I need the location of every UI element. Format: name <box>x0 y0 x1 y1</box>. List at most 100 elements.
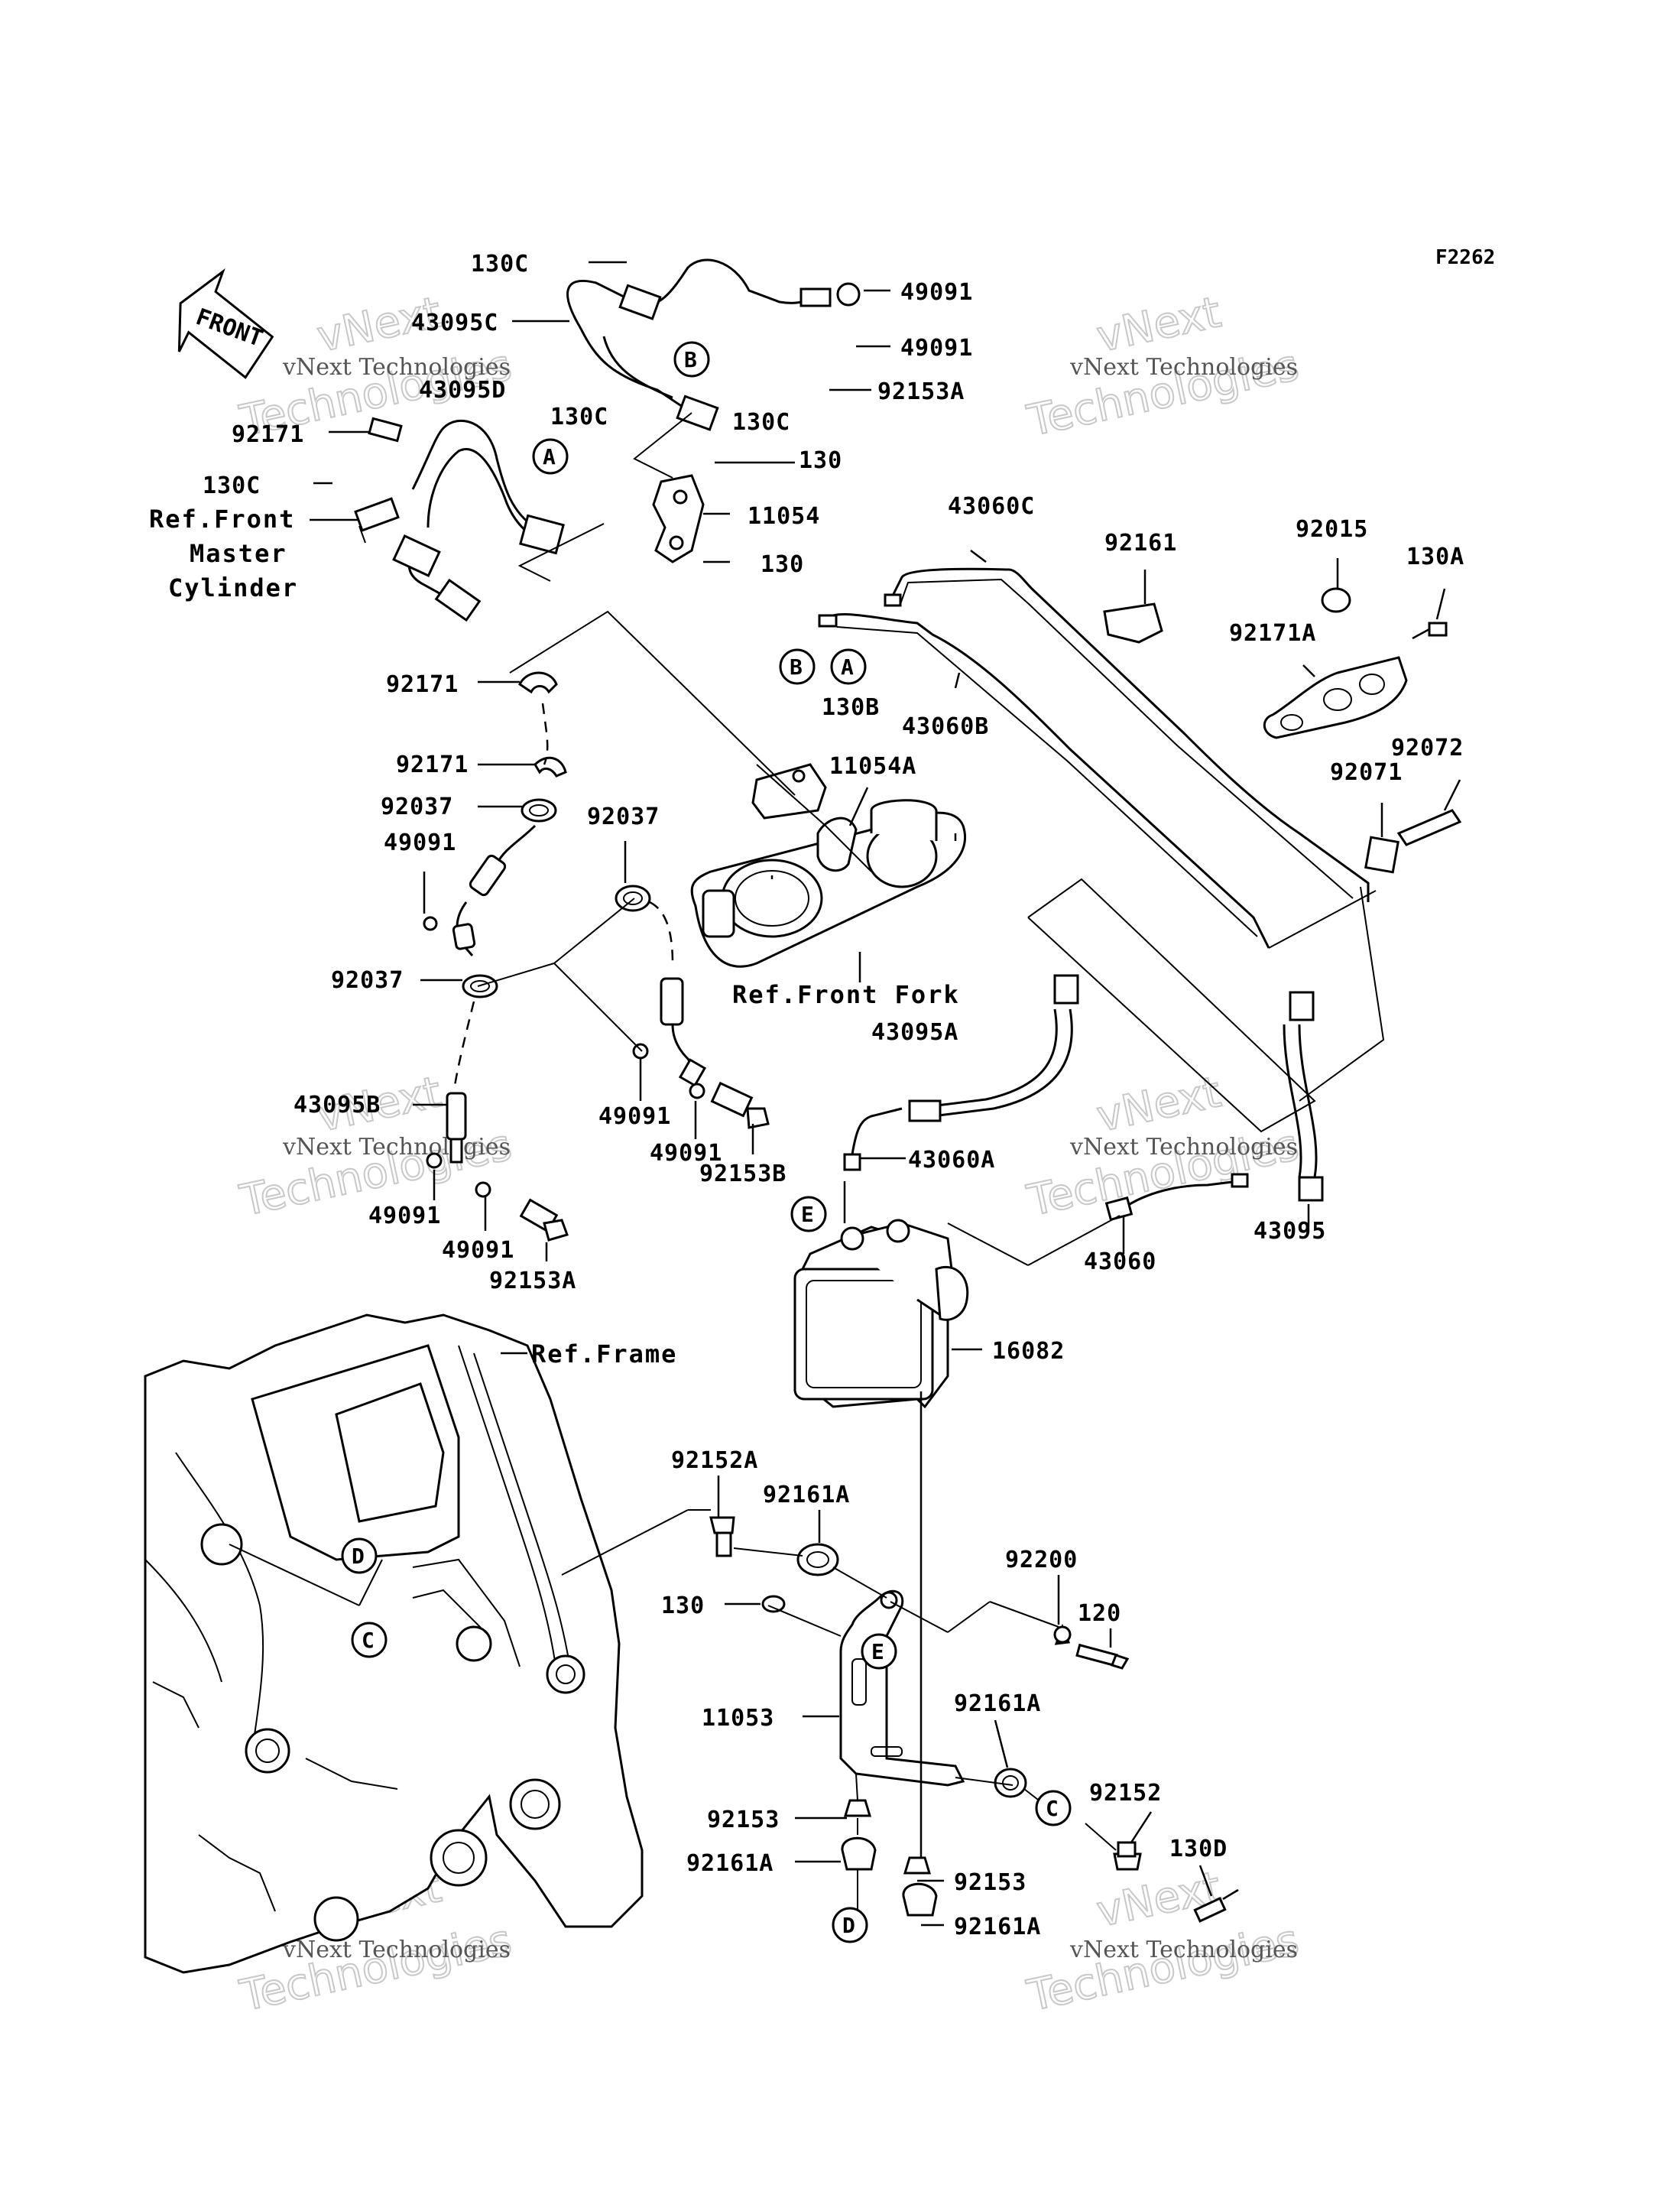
marker-a-pipe: A <box>830 648 867 685</box>
ref-front-fork: Ref.Front Fork <box>732 980 960 1009</box>
part-label: 92153B <box>699 1161 786 1187</box>
part-label: 92037 <box>381 794 453 820</box>
part-label: 130C <box>732 409 790 436</box>
svg-text:C: C <box>362 1628 375 1653</box>
brake-hose-43095c-icon <box>566 258 861 431</box>
grommet-92015-icon <box>1321 587 1351 613</box>
part-label: 92037 <box>587 804 660 830</box>
part-label: 43060A <box>908 1147 995 1174</box>
front-arrow-icon: FRONT <box>177 268 274 379</box>
abs-unit-16082-icon <box>793 1219 969 1409</box>
part-label: 92171 <box>396 752 469 778</box>
bracket-11053-icon <box>839 1589 965 1787</box>
svg-text:vNext Technologies: vNext Technologies <box>282 1937 511 1963</box>
part-label: 43095 <box>1254 1218 1326 1245</box>
part-92072-icon <box>1396 809 1462 846</box>
marker-b-upper: B <box>673 341 710 378</box>
part-label: 92153A <box>489 1268 576 1294</box>
part-label: 92171A <box>1229 620 1316 647</box>
svg-text:vNext Technologies: vNext Technologies <box>1069 1937 1298 1963</box>
part-label: 92152 <box>1089 1780 1162 1807</box>
part-label: 92161A <box>954 1690 1041 1717</box>
part-label: 16082 <box>992 1338 1065 1365</box>
brake-pipe-43060-icon <box>1104 1173 1249 1222</box>
part-label: 130 <box>761 551 804 578</box>
part-label: 130C <box>203 472 261 499</box>
svg-text:C: C <box>1046 1796 1059 1821</box>
watermark-bottom-right: vNext Technologies vNext Technologies <box>1022 1862 1303 2022</box>
part-label: 11054 <box>748 503 820 530</box>
part-label: 43060C <box>948 493 1035 520</box>
lower-fasteners-icon <box>709 1516 1239 1923</box>
part-label: 130D <box>1169 1836 1228 1862</box>
svg-text:D: D <box>352 1544 365 1569</box>
part-label: 49091 <box>900 335 973 362</box>
part-label: 130 <box>661 1592 705 1619</box>
part-label: 43095B <box>294 1092 381 1118</box>
svg-text:vNext Technologies: vNext Technologies <box>282 354 511 381</box>
marker-b-pipe: B <box>779 648 816 685</box>
brake-pipe-43060b-icon <box>818 613 1270 949</box>
hose-clamps-left-icon <box>446 671 567 1164</box>
marker-e-bracket: E <box>861 1633 897 1670</box>
part-label: 49091 <box>900 279 973 306</box>
watermark-mid-right: vNext Technologies vNext Technologies <box>1022 1067 1303 1227</box>
part-label: 92153 <box>707 1807 780 1833</box>
ref-frame: Ref.Frame <box>531 1339 677 1368</box>
marker-d-frame: D <box>341 1537 378 1574</box>
part-label: 92072 <box>1391 735 1464 761</box>
part-label: 92071 <box>1330 759 1403 786</box>
part-label: 92161A <box>686 1850 774 1877</box>
part-label: 92152A <box>671 1447 758 1474</box>
svg-text:vNext Technologies: vNext Technologies <box>282 1134 511 1161</box>
marker-a-upper: A <box>532 438 569 475</box>
part-label: 130C <box>471 251 529 278</box>
part-label: 92153 <box>954 1869 1026 1896</box>
bracket-11054-icon <box>652 474 705 563</box>
part-label: 43095C <box>411 310 498 336</box>
brake-hose-43095d-icon <box>392 420 565 622</box>
part-label: 92161A <box>763 1482 850 1508</box>
svg-text:vNext: vNext <box>1092 1067 1225 1142</box>
part-label: 92200 <box>1005 1547 1078 1573</box>
watermark-mid-left: vNext Technologies vNext Technologies <box>235 1067 516 1227</box>
svg-text:Technologies: Technologies <box>1023 1915 1302 2021</box>
part-label: 49091 <box>442 1237 514 1264</box>
marker-c-frame: C <box>351 1622 388 1658</box>
part-label: 43095D <box>419 377 506 404</box>
svg-text:E: E <box>801 1202 814 1227</box>
bolt-130a-icon <box>1412 622 1448 640</box>
frame-reference-icon <box>144 1313 644 1974</box>
brake-hose-43095-icon <box>1283 991 1324 1202</box>
svg-text:vNext Technologies: vNext Technologies <box>1069 1134 1298 1161</box>
washers-bolts-middle-icon <box>423 916 770 1242</box>
part-label: 130B <box>822 694 880 721</box>
bracket-92161-icon <box>1103 602 1163 644</box>
leader-lines <box>229 261 1461 1927</box>
part-label: 92037 <box>331 967 404 994</box>
bracket-11054a-icon <box>751 763 827 820</box>
diagram-code: F2262 <box>1435 246 1495 269</box>
clamp-92037-center-icon <box>615 885 707 1087</box>
part-label: 92153A <box>877 378 965 405</box>
master-cylinder-bracket-icon <box>354 417 403 544</box>
svg-text:A: A <box>543 444 556 469</box>
marker-c-bracket: C <box>1035 1790 1072 1826</box>
part-label: 92015 <box>1296 516 1368 543</box>
part-label: 49091 <box>598 1103 671 1130</box>
part-label: 49091 <box>384 830 456 856</box>
part-label: 92171 <box>386 671 459 698</box>
part-label: 43095A <box>871 1019 958 1046</box>
front-fork-triple-clamp-icon <box>690 799 966 968</box>
plate-92171a-icon <box>1263 656 1408 739</box>
svg-text:B: B <box>684 347 697 372</box>
watermark-top-right: vNext Technologies vNext Technologies <box>1022 287 1303 447</box>
part-labels: 130C 49091 43095C 49091 92153A 43095D 13… <box>203 251 1464 1940</box>
part-label: 92171 <box>232 421 304 448</box>
part-label: 130A <box>1406 544 1464 570</box>
part-label: 92161A <box>954 1914 1041 1940</box>
svg-text:vNext: vNext <box>1092 1862 1225 1937</box>
part-label: 92161 <box>1104 530 1177 557</box>
ref-front-master-cylinder-line2: Master <box>190 539 287 568</box>
